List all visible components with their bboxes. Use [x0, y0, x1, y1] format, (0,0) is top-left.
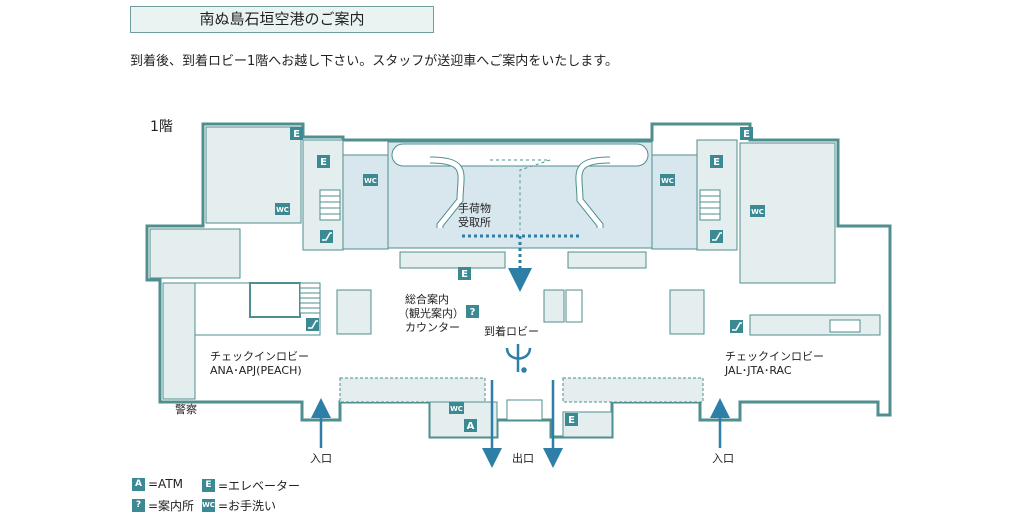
- svg-text:?: ?: [470, 307, 476, 318]
- elevator-icon: E: [290, 127, 303, 140]
- info-icon: ?: [466, 305, 479, 318]
- right-kiosk: [669, 289, 705, 335]
- info-label-1: 総合案内: [405, 292, 449, 306]
- restroom-icon: WC: [660, 174, 675, 186]
- svg-text:WC: WC: [450, 405, 463, 413]
- left-box: [249, 282, 301, 318]
- atm-icon: A: [132, 477, 145, 491]
- elevator-icon: E: [458, 267, 471, 280]
- legend-elevator-text: =エレベーター: [218, 479, 301, 493]
- exit-label: 出口: [512, 451, 534, 465]
- svg-text:WC: WC: [364, 177, 377, 185]
- elevator-icon: E: [740, 127, 753, 140]
- restroom-icon: WC: [363, 174, 378, 186]
- baggage-claim-label-1: 手荷物: [458, 201, 491, 215]
- info-icon: ?: [132, 499, 145, 512]
- floor-label: 1階: [150, 119, 173, 135]
- checkin-left-label-2: ANA･APJ(PEACH): [210, 364, 302, 377]
- meeting-point-icon: [505, 344, 532, 373]
- baggage-claim-label-2: 受取所: [458, 216, 491, 229]
- svg-text:WC: WC: [751, 208, 764, 216]
- svg-text:E: E: [293, 129, 300, 140]
- legend-atm-text: =ATM: [148, 477, 184, 491]
- svg-text:E: E: [568, 415, 575, 426]
- escalator-icon: [730, 320, 743, 333]
- escalator-icon: [710, 230, 723, 243]
- arrival-instruction: 到着後、到着ロビー1階へお越し下さい。スタッフが送迎車へご案内をいたします。: [130, 54, 618, 69]
- page-title: 南ぬ島石垣空港のご案内: [130, 6, 434, 33]
- elevator-icon: E: [202, 479, 215, 492]
- elevator-icon: E: [317, 155, 330, 168]
- svg-text:WC: WC: [276, 206, 289, 214]
- svg-text:A: A: [467, 421, 475, 432]
- legend-info: ? =案内所: [132, 497, 194, 514]
- checkin-right-label-2: JAL･JTA･RAC: [724, 364, 792, 377]
- police-label: 警察: [175, 402, 197, 416]
- exit-left-block: [429, 401, 498, 438]
- entrance-left-label: 入口: [310, 452, 332, 465]
- restroom-icon: WC: [202, 499, 215, 512]
- restroom-icon: WC: [275, 203, 290, 215]
- svg-text:E: E: [743, 129, 750, 140]
- svg-text:E: E: [713, 157, 720, 168]
- svg-text:E: E: [461, 269, 468, 280]
- left-kiosk: [336, 289, 372, 335]
- legend-restroom: WC =お手洗い: [202, 497, 276, 514]
- arrival-lobby-label: 到着ロビー: [484, 324, 539, 338]
- restroom-icon: WC: [750, 205, 765, 217]
- left-mid-room: [149, 228, 241, 279]
- legend-atm: A =ATM: [132, 477, 183, 491]
- left-core-stairs: [319, 189, 341, 221]
- entrance-right-label: 入口: [712, 452, 734, 465]
- left-police-room: [162, 282, 196, 400]
- legend-info-text: =案内所: [148, 499, 195, 513]
- info-label-2: （観光案内）: [398, 306, 464, 320]
- escalator-icon: [320, 230, 333, 243]
- checkin-left-label-1: チェックインロビー: [210, 350, 309, 363]
- svg-text:E: E: [320, 157, 327, 168]
- escalator-icon: [306, 318, 319, 331]
- checkin-right-label-1: チェックインロビー: [725, 350, 824, 363]
- svg-text:WC: WC: [661, 177, 674, 185]
- elevator-icon: E: [710, 155, 723, 168]
- legend-elevator: E =エレベーター: [202, 477, 300, 494]
- legend-restroom-text: =お手洗い: [218, 499, 277, 513]
- atm-icon: A: [464, 419, 477, 432]
- left-checkin-counter: [339, 377, 486, 403]
- right-core-stairs: [699, 189, 721, 221]
- right-checkin-counter: [562, 377, 704, 403]
- elevator-icon: E: [565, 413, 578, 426]
- restroom-icon: WC: [449, 402, 464, 414]
- info-label-3: カウンター: [405, 321, 460, 334]
